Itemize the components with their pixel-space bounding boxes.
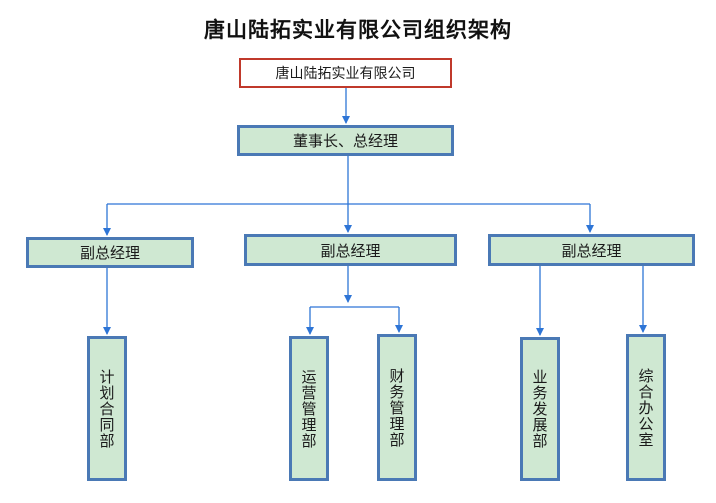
- department-label: 业务发展部: [530, 369, 549, 449]
- department-label: 综合办公室: [636, 367, 655, 448]
- vice-manager-label-3: 副总经理: [561, 241, 622, 260]
- department-box-finance: 财务管理部: [377, 334, 417, 481]
- vice-manager-label-2: 副总经理: [320, 241, 381, 260]
- vice-manager-box-1: 副总经理: [26, 237, 194, 268]
- vice-manager-box-2: 副总经理: [244, 234, 457, 266]
- company-box: 唐山陆拓实业有限公司: [239, 58, 452, 88]
- ceo-label: 董事长、总经理: [292, 132, 398, 150]
- company-label: 唐山陆拓实业有限公司: [275, 66, 416, 82]
- department-label: 财务管理部: [387, 367, 406, 448]
- department-box-business-development: 业务发展部: [520, 337, 560, 481]
- vice-manager-label-1: 副总经理: [79, 244, 140, 262]
- chart-title: 唐山陆拓实业有限公司组织架构: [204, 17, 512, 42]
- vice-manager-box-3: 副总经理: [488, 234, 695, 266]
- department-box-operations: 运营管理部: [289, 336, 329, 481]
- ceo-box: 董事长、总经理: [237, 125, 454, 156]
- department-box-planning-contract: 计划合同部: [87, 336, 127, 481]
- department-label: 计划合同部: [97, 368, 116, 449]
- department-box-general-office: 综合办公室: [626, 334, 666, 481]
- department-label: 运营管理部: [299, 368, 318, 449]
